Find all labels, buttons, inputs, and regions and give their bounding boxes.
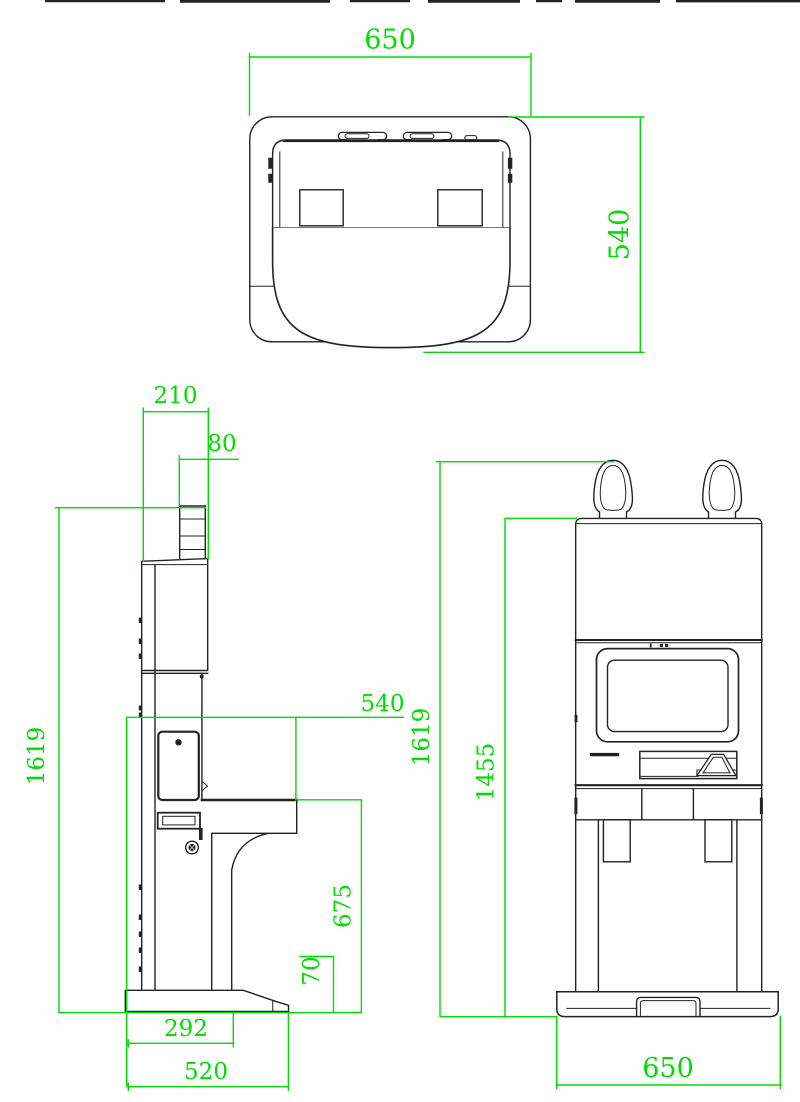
front-view-indicator-dot-2 xyxy=(664,643,669,648)
dim-front-overall-height-label: 1619 xyxy=(409,708,435,767)
dim-side-head-depth: 210 xyxy=(142,383,209,562)
front-view-base xyxy=(556,990,779,1018)
dim-front-base-width-label: 650 xyxy=(642,1053,694,1084)
top-view: 650 540 xyxy=(248,25,645,353)
dim-front-overall-height: 1619 xyxy=(409,461,615,1018)
top-view-left-socket xyxy=(299,189,344,227)
front-view-left-leg-block xyxy=(602,819,631,863)
dim-side-base-height: 70 xyxy=(299,955,335,1014)
side-view-slot xyxy=(156,811,203,840)
top-view-connector-cluster-right xyxy=(402,131,453,141)
top-view-dome xyxy=(271,227,511,349)
dim-side-overall-depth: 520 xyxy=(127,1011,290,1091)
dim-side-overall-height: 1619 xyxy=(24,507,363,1014)
dim-front-cabinet-height-label: 1455 xyxy=(474,743,500,802)
front-view-card-slot xyxy=(589,752,620,757)
front-view-screen xyxy=(595,643,740,743)
top-view-body-inner-walls xyxy=(279,151,504,229)
side-view-foot xyxy=(124,989,290,1013)
side-view-arrow-mark xyxy=(201,780,209,792)
front-view-base-notch xyxy=(635,996,701,1018)
dim-side-handle-width: 80 xyxy=(178,431,239,507)
front-view-indicator-mark xyxy=(649,643,652,648)
dim-side-counter-height-label: 675 xyxy=(331,884,357,928)
front-view-indicator-dot-1 xyxy=(659,643,664,648)
dim-side-base-depth: 292 xyxy=(127,1011,234,1048)
dim-top-depth: 540 xyxy=(423,116,645,353)
dim-side-handle-width-label: 80 xyxy=(207,431,236,457)
front-view-dispenser-tray xyxy=(639,750,738,780)
front-view-legs xyxy=(575,819,763,993)
dim-side-counter-height: 675 xyxy=(295,799,363,1014)
top-view-edge-tabs xyxy=(268,157,513,183)
dim-front-base-width: 650 xyxy=(556,1016,781,1090)
front-view-wedge xyxy=(695,753,738,777)
cropped-text-fragments xyxy=(45,0,800,3)
side-view-handle-pole xyxy=(179,505,206,560)
side-view-hinge-dot xyxy=(199,674,204,679)
top-view-connector-cluster-left xyxy=(337,131,388,141)
side-view: 210 80 1619 540 675 70 292 520 xyxy=(24,383,405,1091)
dim-top-width: 650 xyxy=(248,25,532,117)
side-view-head xyxy=(140,557,209,674)
front-view-right-leg-block xyxy=(704,819,733,863)
dim-side-upper-depth-label: 540 xyxy=(361,691,405,717)
dim-side-base-height-label: 70 xyxy=(299,956,325,985)
front-view-side-tick xyxy=(574,714,578,723)
dim-side-base-depth-label: 292 xyxy=(164,1016,208,1042)
side-view-slot-tab xyxy=(199,828,203,840)
front-view: 1619 1455 650 xyxy=(409,459,781,1090)
dim-top-width-label: 650 xyxy=(364,25,416,56)
cropped-text-strip xyxy=(45,0,800,3)
dim-side-head-depth-label: 210 xyxy=(154,383,198,409)
top-view-right-socket xyxy=(437,189,483,227)
front-view-handle-left xyxy=(593,459,634,519)
top-view-body-outline xyxy=(271,139,511,229)
side-view-front-edge-bumps xyxy=(138,617,142,972)
side-view-rear-panel xyxy=(157,730,200,802)
side-view-counter xyxy=(200,798,298,991)
side-view-knob xyxy=(184,840,199,855)
dim-side-upper-depth: 540 xyxy=(126,691,405,1088)
front-view-band-edge-marks xyxy=(574,797,763,815)
side-view-column xyxy=(141,563,209,991)
dim-top-depth-label: 540 xyxy=(605,209,636,261)
dim-side-overall-height-label: 1619 xyxy=(24,727,50,786)
dim-front-cabinet-height: 1455 xyxy=(474,517,578,1018)
top-view-small-button xyxy=(464,135,478,141)
front-view-kick-band xyxy=(574,784,763,821)
front-view-handle-right xyxy=(702,459,743,519)
dim-side-overall-depth-label: 520 xyxy=(184,1059,228,1085)
side-view-lock-dot xyxy=(175,739,182,746)
front-view-cabinet xyxy=(574,517,763,821)
